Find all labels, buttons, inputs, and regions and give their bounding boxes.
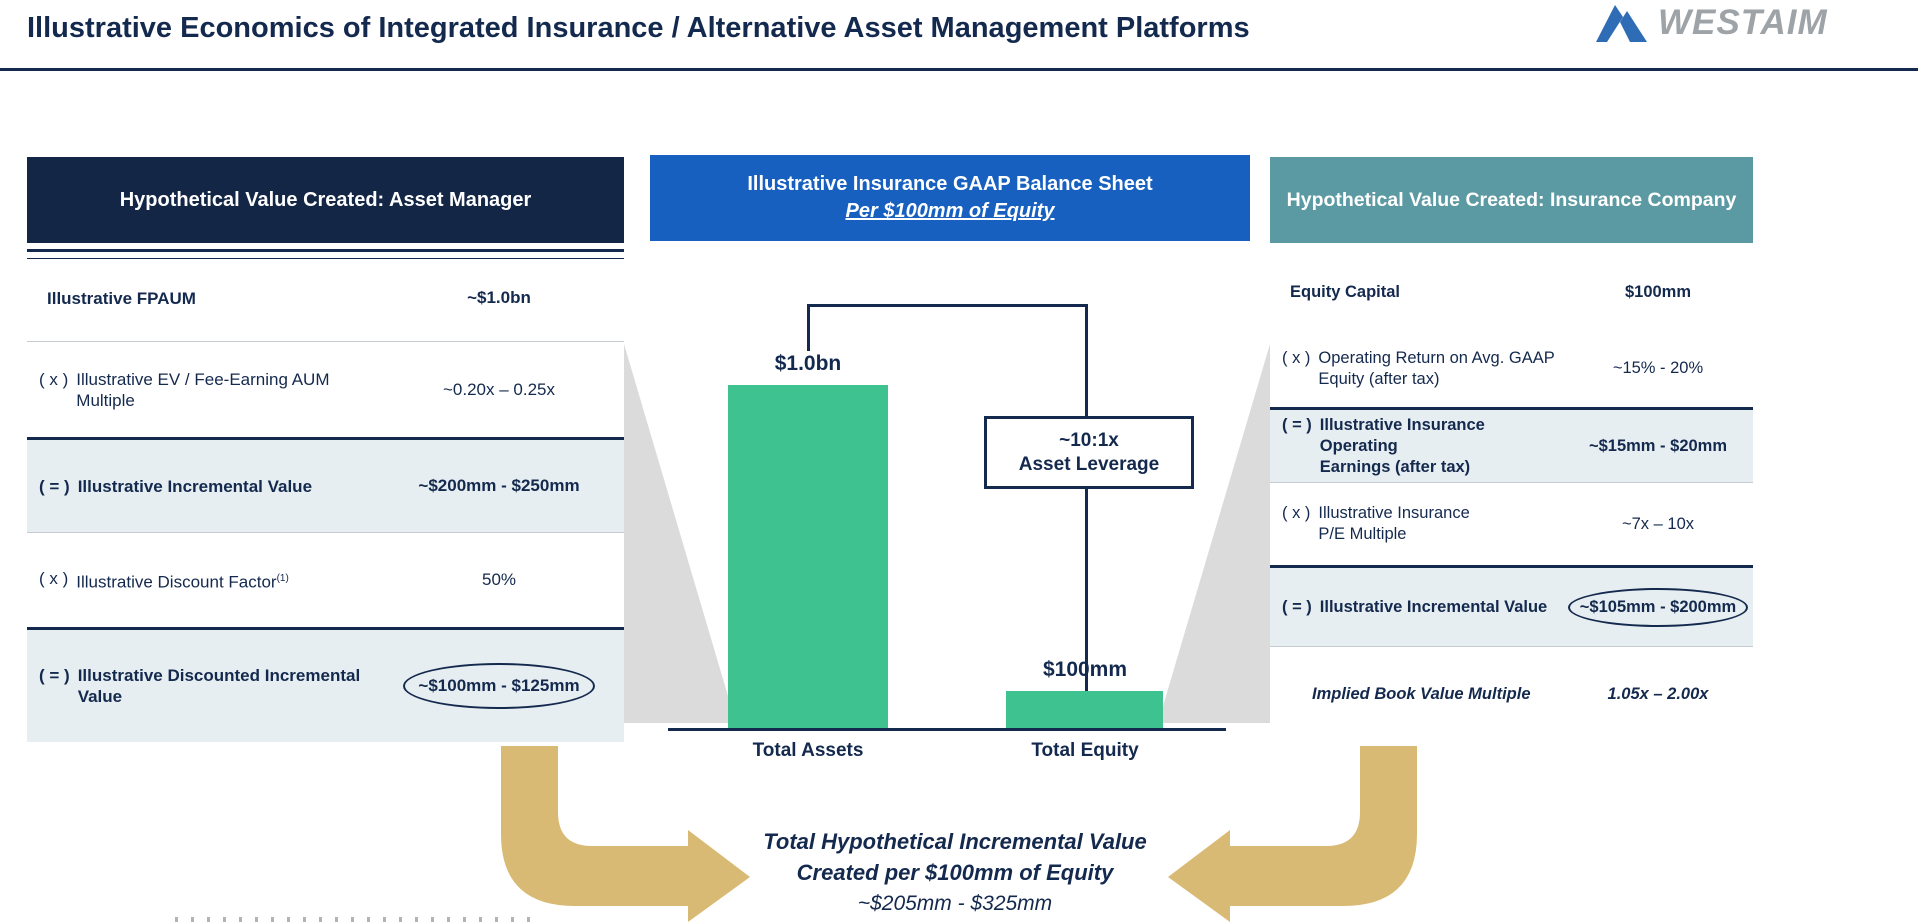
row-label: Operating Return on Avg. GAAP — [1318, 348, 1555, 367]
row-value: ~15% - 20% — [1612, 359, 1704, 377]
center-panel-header-line1: Illustrative Insurance GAAP Balance Shee… — [747, 173, 1153, 195]
row-prefix: ( x ) — [39, 568, 69, 588]
center-panel-header: Illustrative Insurance GAAP Balance Shee… — [650, 155, 1250, 241]
row-label: Illustrative Incremental Value — [77, 476, 313, 496]
table-row: Equity Capital $100mm — [1270, 255, 1753, 330]
axis-category-label: Total Equity — [1031, 740, 1139, 761]
bracket-line-right-upper — [1085, 304, 1088, 416]
row-value: ~7x – 10x — [1621, 514, 1694, 533]
row-value: ~$200mm - $250mm — [418, 476, 580, 495]
westaim-triangle-icon — [1594, 0, 1650, 51]
funnel-shape-left — [624, 344, 736, 723]
footnote-fragment-clipped — [175, 917, 537, 922]
row-value: ~$1.0bn — [467, 288, 531, 307]
row-value: ~$15mm - $20mm — [1588, 436, 1728, 455]
row-value: ~$105mm - $200mm — [1563, 587, 1753, 627]
right-panel-header-label: Hypothetical Value Created: Insurance Co… — [1286, 188, 1737, 211]
table-row-highlight: ( = ) Illustrative Incremental Value ~$2… — [27, 437, 624, 533]
leverage-ratio: ~10:1x — [1059, 429, 1119, 451]
row-label: Illustrative Discount Factor — [76, 572, 277, 592]
summary-line3: ~$205mm - $325mm — [857, 892, 1053, 915]
right-panel-header: Hypothetical Value Created: Insurance Co… — [1270, 157, 1753, 243]
row-prefix: ( x ) — [1282, 348, 1311, 367]
bracket-line-left-stub — [807, 304, 810, 351]
row-value: ~$100mm - $125mm — [374, 663, 624, 709]
row-label: Implied Book Value Multiple — [1312, 685, 1531, 703]
row-prefix: ( = ) — [1282, 415, 1312, 434]
row-value: ~0.20x – 0.25x — [442, 379, 555, 399]
row-label-line2: Multiple — [76, 390, 135, 410]
row-label: Equity Capital — [1290, 283, 1401, 301]
center-panel-header-line2: Per $100mm of Equity — [845, 200, 1055, 222]
row-label: Illustrative Insurance — [1318, 504, 1470, 522]
table-row: Implied Book Value Multiple 1.05x – 2.00… — [1270, 647, 1753, 742]
row-label: Illustrative Discounted Incremental — [77, 666, 361, 685]
row-label: Illustrative FPAUM — [47, 288, 196, 308]
row-prefix: ( = ) — [39, 476, 70, 496]
left-panel-header-label: Hypothetical Value Created: Asset Manage… — [119, 188, 532, 211]
table-row-highlight: ( = ) Illustrative Discounted Incrementa… — [27, 627, 624, 742]
row-prefix: ( x ) — [1282, 504, 1311, 522]
summary-callout: Total Hypothetical Incremental Value Cre… — [690, 826, 1220, 919]
page-title: Illustrative Economics of Integrated Ins… — [27, 12, 1250, 44]
row-label: Illustrative Incremental Value — [1319, 597, 1548, 616]
row-label-line2: Value — [77, 687, 123, 706]
asset-leverage-callout: ~10:1x Asset Leverage — [984, 416, 1194, 489]
row-label: Illustrative EV / Fee-Earning AUM — [76, 369, 330, 389]
row-value: $100mm — [1624, 283, 1692, 301]
summary-line2: Created per $100mm of Equity — [796, 860, 1114, 885]
bracket-line-horizontal — [807, 304, 1088, 307]
row-value: 50% — [481, 570, 517, 589]
row-label: Illustrative Insurance Operating — [1319, 415, 1485, 455]
title-divider — [0, 68, 1918, 71]
row-label-line2: P/E Multiple — [1318, 525, 1407, 543]
table-row: ( x ) Illustrative Discount Factor(1) 50… — [27, 533, 624, 627]
westaim-logo-text: WESTAIM — [1658, 3, 1828, 42]
left-panel-header: Hypothetical Value Created: Asset Manage… — [27, 157, 624, 243]
table-row: ( x ) Illustrative Insurance P/E Multipl… — [1270, 483, 1753, 565]
chart-baseline — [668, 728, 1226, 731]
westaim-logo: WESTAIM — [1594, 0, 1914, 51]
footnote-ref: (1) — [276, 572, 289, 584]
bracket-line-right-lower — [1085, 483, 1088, 691]
axis-category-label: Total Assets — [752, 740, 864, 761]
table-row: Illustrative FPAUM ~$1.0bn — [27, 255, 624, 342]
row-label-line2: Earnings (after tax) — [1319, 457, 1471, 476]
row-label-line2: Equity (after tax) — [1318, 369, 1440, 388]
bar-total-equity — [1006, 691, 1163, 728]
value-oval-callout: ~$105mm - $200mm — [1567, 587, 1749, 627]
table-row-highlight: ( = ) Illustrative Incremental Value ~$1… — [1270, 565, 1753, 647]
row-value: 1.05x – 2.00x — [1607, 685, 1709, 703]
summary-line1: Total Hypothetical Incremental Value — [763, 829, 1147, 854]
bar-total-assets — [728, 385, 888, 728]
table-row: ( x ) Operating Return on Avg. GAAP Equi… — [1270, 330, 1753, 407]
row-prefix: ( x ) — [39, 369, 69, 389]
left-panel-header-underline — [27, 249, 624, 259]
leverage-label: Asset Leverage — [1018, 453, 1160, 475]
value-oval-callout: ~$100mm - $125mm — [403, 663, 595, 709]
bar-value-label: $1.0bn — [774, 352, 842, 375]
row-prefix: ( = ) — [39, 666, 70, 685]
row-prefix: ( = ) — [1282, 597, 1312, 616]
table-row-highlight: ( = ) Illustrative Insurance Operating E… — [1270, 407, 1753, 483]
funnel-shape-right — [1158, 344, 1270, 723]
table-row: ( x ) Illustrative EV / Fee-Earning AUM … — [27, 342, 624, 437]
